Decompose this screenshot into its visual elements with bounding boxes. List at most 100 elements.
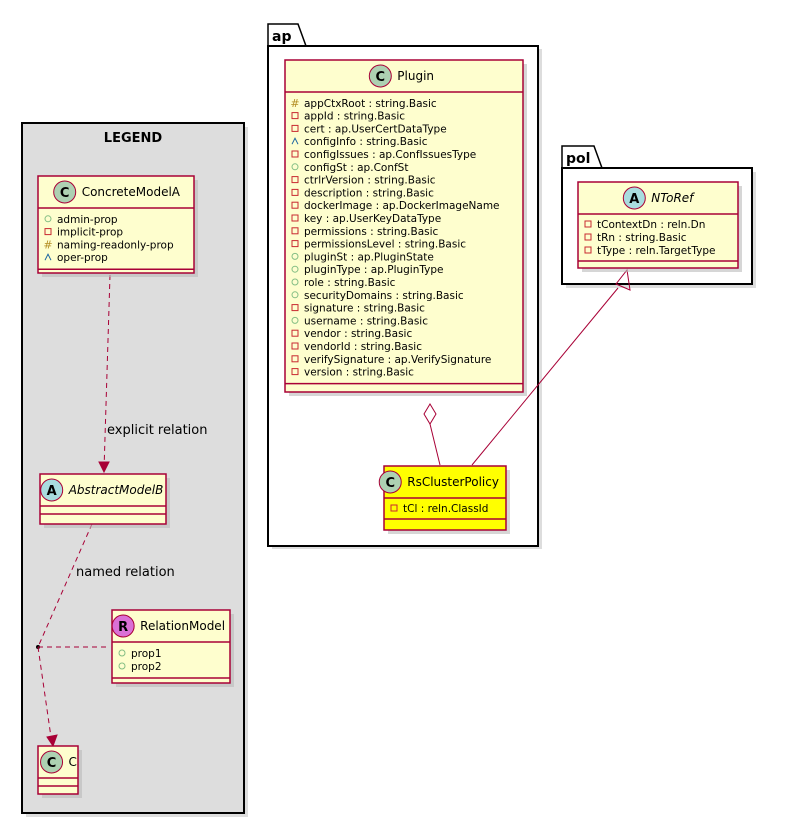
public-visibility-icon: [118, 662, 126, 670]
public-visibility-icon: [291, 163, 299, 171]
stereotype-badge-icon: [622, 186, 646, 210]
class-abstractModelB: A AbstractModelB: [39, 473, 170, 528]
class-box: [284, 59, 524, 393]
class-attribute: prop2: [131, 661, 162, 673]
class-attribute: version : string.Basic: [304, 367, 414, 379]
class-rsClusterPolicy: C RsClusterPolicy tCl : reln.ClassId: [378, 465, 510, 534]
public-visibility-icon: [291, 316, 299, 324]
package-visibility-icon: [44, 253, 52, 261]
inheritance-line: [471, 287, 619, 466]
private-visibility-icon: [584, 220, 592, 228]
protected-visibility-icon: #: [43, 238, 52, 251]
private-visibility-icon: [44, 228, 52, 236]
class-attribute: securityDomains : string.Basic: [304, 290, 464, 302]
public-visibility-icon: [291, 278, 299, 286]
inheritance-arrowhead: [615, 268, 631, 291]
protected-visibility-icon: #: [290, 97, 299, 110]
private-visibility-icon: [291, 176, 299, 184]
public-visibility-icon: [118, 649, 126, 657]
class-name: RelationModel: [140, 619, 225, 633]
relations: explicit relation named relation: [36, 268, 631, 748]
class-attribute: cert : ap.UserCertDataType: [304, 123, 447, 135]
target-relation-line: [37, 646, 53, 745]
named-relation-label: named relation: [76, 565, 175, 580]
class-attribute: signature : string.Basic: [304, 303, 425, 315]
private-visibility-icon: [291, 150, 299, 158]
stereotype-badge-icon: [111, 614, 135, 638]
private-visibility-icon: [291, 188, 299, 196]
explicit-relation-line: [103, 274, 111, 471]
class-attribute: username : string.Basic: [304, 315, 428, 327]
stereotype-badge-icon: [378, 470, 402, 494]
public-visibility-icon: [44, 215, 52, 223]
private-visibility-icon: [584, 246, 592, 254]
class-attribute: permissions : string.Basic: [304, 226, 439, 238]
class-attribute: admin-prop: [57, 214, 118, 226]
class-box: [577, 181, 739, 269]
class-name: RsClusterPolicy: [407, 475, 499, 489]
private-visibility-icon: [584, 233, 592, 241]
class-attribute: tType : reln.TargetType: [597, 245, 716, 257]
class-name: C: [69, 755, 77, 769]
class-attribute: tCl : reln.ClassId: [403, 503, 488, 515]
stereotype-letter: C: [376, 70, 386, 85]
private-visibility-icon: [291, 227, 299, 235]
stereotype-badge-icon: [368, 64, 392, 88]
class-name: AbstractModelB: [68, 483, 164, 497]
stereotype-letter: C: [47, 756, 57, 771]
class-attribute: pluginSt : ap.PluginState: [304, 251, 434, 263]
explicit-relation-label: explicit relation: [107, 423, 207, 438]
class-attribute: configIssues : ap.ConfIssuesType: [304, 149, 476, 161]
class-attribute: naming-readonly-prop: [57, 239, 174, 251]
class-attribute: vendorId : string.Basic: [304, 341, 422, 353]
class-attribute: verifySignature : ap.VerifySignature: [304, 354, 491, 366]
composition-line: [429, 423, 441, 466]
class-name: NToRef: [651, 191, 695, 205]
private-visibility-icon: [291, 201, 299, 209]
legend-title: LEGEND: [104, 131, 163, 146]
class-attribute: ctrlrVersion : string.Basic: [304, 175, 436, 187]
class-name: ConcreteModelA: [82, 185, 181, 199]
class-attribute: appCtxRoot : string.Basic: [304, 98, 437, 110]
target-relation-arrowhead: [46, 734, 58, 748]
private-visibility-icon: [291, 342, 299, 350]
private-visibility-icon: [291, 112, 299, 120]
class-attribute: configInfo : string.Basic: [304, 136, 428, 148]
private-visibility-icon: [291, 304, 299, 312]
class-attribute: appId : string.Basic: [304, 111, 405, 123]
private-visibility-icon: [291, 329, 299, 337]
class-attribute: configSt : ap.ConfSt: [304, 162, 408, 174]
stereotype-letter: A: [629, 192, 639, 207]
class-attribute: pluginType : ap.PluginType: [304, 264, 444, 276]
class-attribute: oper-prop: [57, 252, 108, 264]
stereotype-letter: R: [118, 620, 128, 635]
stereotype-letter: A: [47, 484, 57, 499]
private-visibility-icon: [390, 504, 398, 512]
class-attribute: key : ap.UserKeyDataType: [304, 213, 441, 225]
public-visibility-icon: [291, 265, 299, 273]
stereotype-letter: C: [60, 186, 70, 201]
public-visibility-icon: [291, 291, 299, 299]
ap-package-name: ap: [272, 29, 291, 45]
class-attribute: vendor : string.Basic: [304, 328, 412, 340]
class-attribute: permissionsLevel : string.Basic: [304, 239, 466, 251]
class-attribute: implicit-prop: [57, 227, 123, 239]
stereotype-letter: C: [385, 476, 395, 491]
pol-package-name: pol: [566, 151, 590, 167]
stereotype-badge-icon: [40, 478, 64, 502]
class-attribute: dockerImage : ap.DockerImageName: [304, 200, 500, 212]
stereotype-badge-icon: [53, 180, 77, 204]
package-visibility-icon: [291, 137, 299, 145]
class-name: Plugin: [397, 69, 434, 83]
class-attribute: prop1: [131, 648, 162, 660]
named-relation-line: [37, 523, 93, 648]
class-attribute: role : string.Basic: [304, 277, 396, 289]
private-visibility-icon: [291, 368, 299, 376]
private-visibility-icon: [291, 355, 299, 363]
